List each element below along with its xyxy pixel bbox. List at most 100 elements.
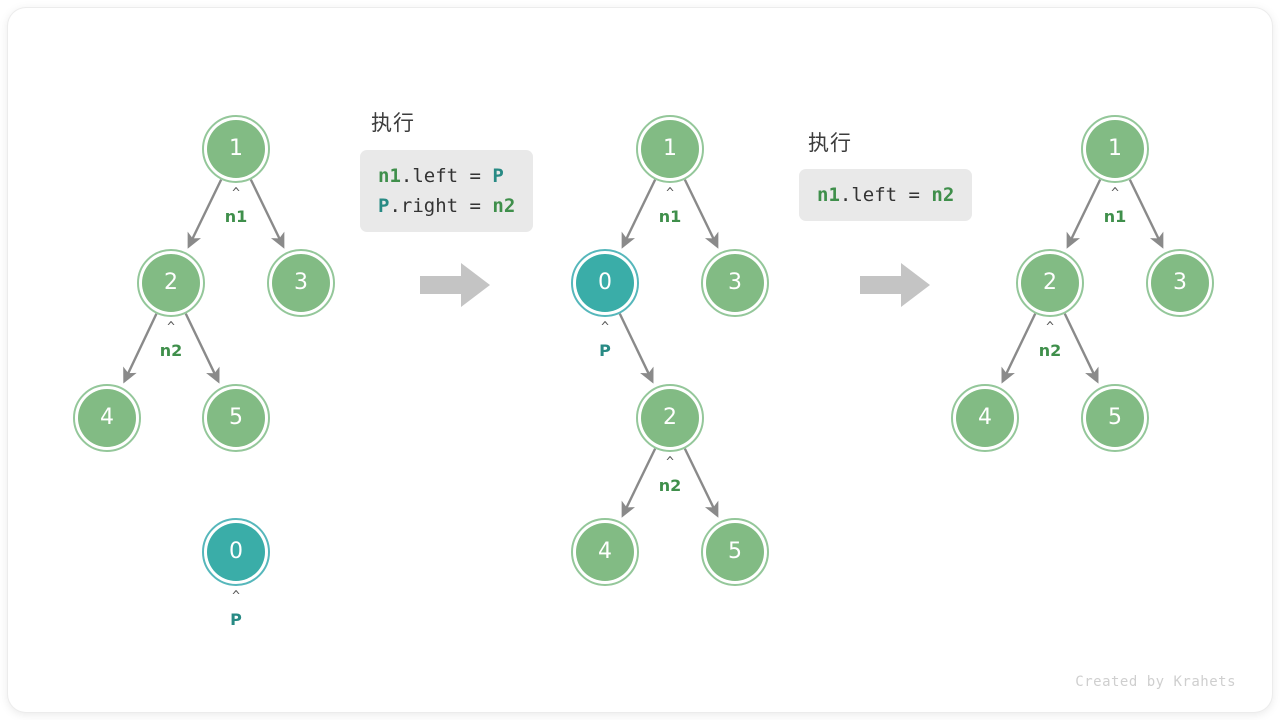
tree-node[interactable]: 2 — [1016, 249, 1084, 317]
tree-edge — [618, 313, 654, 384]
node-value: 1 — [663, 136, 677, 161]
tree-edge — [1063, 313, 1099, 384]
caret-icon: ^ — [601, 320, 609, 335]
node-ring — [701, 249, 769, 317]
code-block: n1.left = n2 — [799, 169, 973, 221]
code-token: n2 — [492, 195, 516, 217]
code-token: .left = — [400, 165, 493, 187]
pointer-name: n2 — [159, 341, 183, 360]
node-ring — [701, 518, 769, 586]
pointer-name: n1 — [224, 207, 248, 226]
tree-edge — [621, 179, 657, 249]
code-token: n1 — [817, 184, 840, 206]
node-ring — [1016, 249, 1084, 317]
code-token: n1 — [378, 165, 401, 187]
tree-edge — [123, 313, 158, 384]
exec-heading: 执行 — [808, 131, 852, 155]
pointer-name: n2 — [658, 476, 682, 495]
pointer-name: n2 — [1038, 341, 1062, 360]
caret-icon: ^ — [1111, 186, 1119, 201]
node-value: 1 — [229, 136, 243, 161]
node-ring — [1081, 115, 1149, 183]
node-value: 5 — [728, 539, 742, 564]
tree-edges-layer — [123, 179, 1164, 518]
pointer-label: ^ n2 — [640, 455, 700, 495]
tree-edge — [683, 448, 719, 518]
tree-node[interactable]: 4 — [951, 384, 1019, 452]
code-token: .left = — [839, 184, 932, 206]
tree-node[interactable]: 5 — [1081, 384, 1149, 452]
node-value: 4 — [100, 405, 114, 430]
step-arrow-icon — [420, 261, 490, 309]
arrow-shape — [420, 263, 490, 307]
node-value: 1 — [1108, 136, 1122, 161]
caret-icon: ^ — [1046, 320, 1054, 335]
tree-edge — [184, 313, 220, 384]
pointer-label: ^ n2 — [1020, 320, 1080, 360]
pointer-name: P — [599, 341, 611, 360]
node-ring — [202, 518, 270, 586]
code-token: P — [378, 195, 390, 217]
code-line: P.right = n2 — [378, 191, 515, 221]
node-ring — [951, 384, 1019, 452]
tree-node[interactable]: 0 — [202, 518, 270, 586]
node-value: 3 — [294, 270, 308, 295]
node-ring — [137, 249, 205, 317]
arrow-shape — [860, 263, 930, 307]
step-arrow-icon — [860, 261, 930, 309]
node-ring — [267, 249, 335, 317]
tree-node[interactable]: 3 — [1146, 249, 1214, 317]
tree-edge — [187, 179, 223, 249]
node-ring — [202, 384, 270, 452]
tree-node[interactable]: 2 — [636, 384, 704, 452]
tree-node[interactable]: 4 — [571, 518, 639, 586]
tree-node[interactable]: 1 — [636, 115, 704, 183]
tree-edge — [1066, 179, 1102, 249]
node-value: 0 — [598, 270, 612, 295]
node-value: 4 — [978, 405, 992, 430]
node-ring — [571, 518, 639, 586]
caret-icon: ^ — [666, 455, 674, 470]
code-line: n1.left = n2 — [817, 180, 954, 210]
tree-edge — [1001, 313, 1037, 384]
pointer-label: ^ n2 — [141, 320, 201, 360]
pointer-label: ^P — [206, 589, 266, 629]
tree-node[interactable]: 2 — [137, 249, 205, 317]
tree-node[interactable]: 4 — [73, 384, 141, 452]
node-value: 2 — [164, 270, 178, 295]
credit-text: Created by Krahets — [1075, 674, 1236, 690]
node-value: 4 — [598, 539, 612, 564]
tree-edge — [249, 179, 285, 249]
node-value: 3 — [1173, 270, 1187, 295]
pointer-name: P — [230, 610, 242, 629]
tree-node[interactable]: 0 — [571, 249, 639, 317]
pointer-label: ^n1 — [1085, 186, 1145, 226]
code-token: n2 — [931, 184, 955, 206]
node-ring — [202, 115, 270, 183]
pointer-label: ^ n1 — [206, 186, 266, 226]
tree-edge — [683, 179, 719, 249]
node-ring — [571, 249, 639, 317]
node-ring — [1081, 384, 1149, 452]
node-value: 3 — [728, 270, 742, 295]
node-ring — [636, 384, 704, 452]
node-value: 5 — [1108, 405, 1122, 430]
tree-node[interactable]: 5 — [701, 518, 769, 586]
caret-icon: ^ — [167, 320, 175, 335]
tree-node[interactable]: 1 — [1081, 115, 1149, 183]
exec-heading: 执行 — [371, 111, 415, 135]
pointer-label: ^P — [575, 320, 635, 360]
caret-icon: ^ — [232, 589, 240, 604]
tree-node[interactable]: 3 — [267, 249, 335, 317]
code-token: P — [492, 165, 504, 187]
node-ring — [636, 115, 704, 183]
pointer-label: ^n1 — [640, 187, 700, 226]
tree-node[interactable]: 1 — [202, 115, 270, 183]
caret-icon: ^ — [232, 186, 240, 201]
tree-edge — [621, 448, 657, 518]
tree-node[interactable]: 3 — [701, 249, 769, 317]
tree-node[interactable]: 5 — [202, 384, 270, 452]
